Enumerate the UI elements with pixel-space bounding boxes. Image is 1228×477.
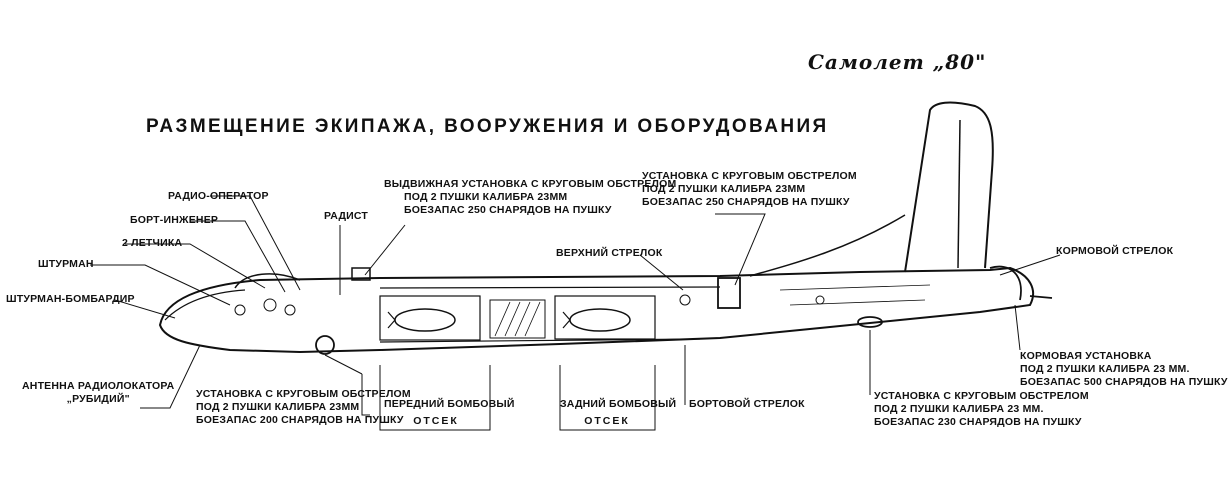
tail-turret-line2: ПОД 2 ПУШКИ КАЛИБРА 23 ММ.	[1020, 363, 1190, 375]
label-tail-gunner: КОРМОВОЙ СТРЕЛОК	[1056, 245, 1174, 257]
label-flight-engineer: БОРТ-ИНЖЕНЕР	[130, 214, 219, 226]
label-rear-bomb-bay: ЗАДНИЙ БОМБОВЫЙ ОТСЕК	[560, 398, 677, 428]
nose-glazing	[164, 289, 246, 321]
forward-lower-turret-shape	[315, 335, 335, 355]
label-forward-lower-turret: УСТАНОВКА С КРУГОВЫМ ОБСТРЕЛОМ ПОД 2 ПУШ…	[196, 388, 411, 427]
radar-antenna-line1: АНТЕННА РАДИОЛОКАТОРА	[22, 380, 175, 392]
front-bomb-bay-line1: ПЕРЕДНИЙ БОМБОВЫЙ	[384, 398, 515, 410]
diagram-title: РАЗМЕЩЕНИЕ ЭКИПАЖА, ВООРУЖЕНИЯ И ОБОРУДО…	[146, 116, 829, 137]
upper-turret-line3: БОЕЗАПАС 250 СНАРЯДОВ НА ПУШКУ	[642, 196, 850, 208]
label-navigator: ШТУРМАН	[38, 258, 94, 270]
label-radar-antenna: АНТЕННА РАДИОЛОКАТОРА „РУБИДИЙ"	[22, 380, 174, 406]
front-bomb-bay-line2: ОТСЕК	[413, 415, 459, 427]
aircraft-cutaway-drawing	[90, 101, 1061, 431]
radar-antenna-line2: „РУБИДИЙ"	[66, 393, 130, 405]
rear-bomb-bay-frame	[554, 295, 656, 340]
retractable-turret-shape	[351, 267, 371, 281]
dorsal-fairing	[749, 214, 906, 277]
label-tail-turret: КОРМОВАЯ УСТАНОВКА ПОД 2 ПУШКИ КАЛИБРА 2…	[1020, 350, 1228, 389]
front-bomb-bay-frame	[379, 295, 481, 341]
upper-turret-shape	[717, 277, 741, 309]
label-side-gunner: БОРТОВОЙ СТРЕЛОК	[689, 398, 805, 410]
tail-turret-line3: БОЕЗАПАС 500 СНАРЯДОВ НА ПУШКУ	[1020, 376, 1228, 388]
retractable-turret-line1: ВЫДВИЖНАЯ УСТАНОВКА С КРУГОВЫМ ОБСТРЕЛОМ	[384, 178, 677, 190]
aircraft-name: Самолет „80"	[808, 50, 987, 74]
tail-fin-rudder-line	[957, 119, 961, 269]
forward-lower-turret-line1: УСТАНОВКА С КРУГОВЫМ ОБСТРЕЛОМ	[196, 388, 411, 400]
rear-lower-turret-line3: БОЕЗАПАС 230 СНАРЯДОВ НА ПУШКУ	[874, 416, 1082, 428]
label-radio-operator: РАДИО-ОПЕРАТОР	[168, 190, 269, 202]
rear-bomb-bay-line1: ЗАДНИЙ БОМБОВЫЙ	[560, 398, 677, 410]
label-two-pilots: 2 ЛЕТЧИКА	[122, 237, 183, 249]
tail-turret-line1: КОРМОВАЯ УСТАНОВКА	[1020, 350, 1152, 362]
upper-turret-line1: УСТАНОВКА С КРУГОВЫМ ОБСТРЕЛОМ	[642, 170, 857, 182]
rear-lower-turret-shape	[857, 316, 883, 328]
tail-turret-shape	[989, 265, 1022, 301]
forward-lower-turret-line2: ПОД 2 ПУШКИ КАЛИБРА 23ММ	[196, 401, 360, 413]
label-front-bomb-bay: ПЕРЕДНИЙ БОМБОВЫЙ ОТСЕК	[384, 398, 515, 428]
forward-lower-turret-line3: БОЕЗАПАС 200 СНАРЯДОВ НА ПУШКУ	[196, 414, 404, 426]
label-rear-lower-turret: УСТАНОВКА С КРУГОВЫМ ОБСТРЕЛОМ ПОД 2 ПУШ…	[874, 390, 1089, 429]
rear-lower-turret-line2: ПОД 2 ПУШКИ КАЛИБРА 23 ММ.	[874, 403, 1044, 415]
label-retractable-turret: ВЫДВИЖНАЯ УСТАНОВКА С КРУГОВЫМ ОБСТРЕЛОМ…	[384, 178, 676, 217]
label-navigator-bombardier: ШТУРМАН-БОМБАРДИР	[6, 293, 135, 305]
tail-fin	[904, 101, 994, 273]
label-radist: РАДИСТ	[324, 210, 369, 222]
rear-lower-turret-line1: УСТАНОВКА С КРУГОВЫМ ОБСТРЕЛОМ	[874, 390, 1089, 402]
retractable-turret-line3: БОЕЗАПАС 250 СНАРЯДОВ НА ПУШКУ	[404, 204, 612, 216]
retractable-turret-line2: ПОД 2 ПУШКИ КАЛИБРА 23ММ	[404, 191, 568, 203]
wing-center-section	[489, 299, 546, 339]
label-upper-gunner: ВЕРХНИЙ СТРЕЛОК	[556, 247, 663, 259]
upper-turret-line2: ПОД 2 ПУШКИ КАЛИБРА 23ММ	[642, 183, 806, 195]
rear-bomb-bay-line2: ОТСЕК	[584, 415, 630, 427]
label-upper-turret: УСТАНОВКА С КРУГОВЫМ ОБСТРЕЛОМ ПОД 2 ПУШ…	[642, 170, 857, 209]
tail-guns	[1029, 295, 1053, 299]
